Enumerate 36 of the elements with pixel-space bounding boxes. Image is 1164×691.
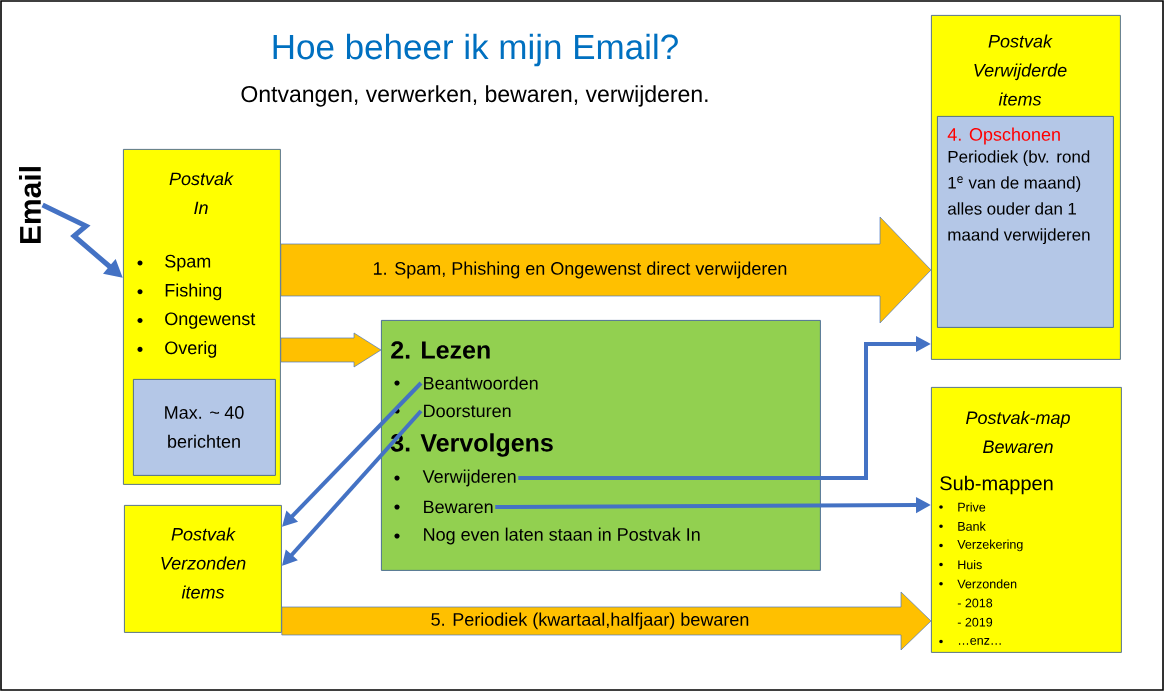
box-heading: Postvak In — [169, 171, 234, 214]
list-item: Doorsturen — [394, 404, 511, 418]
box-body: Periodiek (bv. rond 1$^{e}$ van de maand) alles ouder dan 1 maand verwijderen — [948, 150, 1090, 245]
box-heading: Postvak-map Bewaren — [966, 410, 1070, 454]
side-label: Email — [19, 167, 41, 243]
list-item: Spam — [137, 254, 211, 272]
list-item: Overig — [137, 341, 217, 358]
box-heading: Postvak Verwijderde items — [974, 34, 1067, 106]
list-heading: Sub-mappen — [940, 475, 1053, 495]
list-item: - 2018 — [957, 598, 993, 608]
edge-label: 1. Spam, Phishing en Ongewenst direct verwijderen — [371, 260, 789, 280]
list-item: Nog even laten staan in Postvak In — [394, 527, 700, 545]
list-item: - 2019 — [957, 617, 993, 627]
list-item: Fishing — [137, 283, 222, 301]
box-heading: Postvak Verzonden items — [161, 527, 246, 599]
node-label: Verwijderen — [422, 469, 516, 487]
edge-label: 5. Periodiek (kwartaal,halfjaar) bewaren — [429, 611, 751, 631]
list-item: Ongewenst — [137, 312, 256, 329]
list-item: …enz… — [939, 637, 1001, 645]
list-item: Beantwoorden — [394, 376, 538, 390]
block-arrow — [280, 332, 382, 368]
title: Hoe beheer ik mijn Email? — [273, 33, 678, 67]
node-label: Beantwoorden — [424, 376, 538, 390]
list-item: Verzekering — [939, 539, 1023, 552]
list-item: Bank — [939, 521, 986, 531]
list-item: Huis — [939, 560, 982, 570]
node-label: Doorsturen — [424, 404, 511, 418]
list-item: Prive — [939, 502, 986, 512]
box-note: Max. ~ 40 berichten — [165, 406, 244, 448]
step-heading: 2. Lezen — [391, 341, 490, 359]
list-item: Verzonden — [939, 579, 1017, 589]
list-item: Bewaren — [394, 500, 493, 514]
node-label: Bewaren — [424, 500, 493, 514]
subtitle: Ontvangen, verwerken, bewaren, verwijderen. — [241, 85, 708, 107]
list-item: Verwijderen — [394, 469, 516, 487]
step-heading: 4. Opschonen — [947, 127, 1060, 145]
